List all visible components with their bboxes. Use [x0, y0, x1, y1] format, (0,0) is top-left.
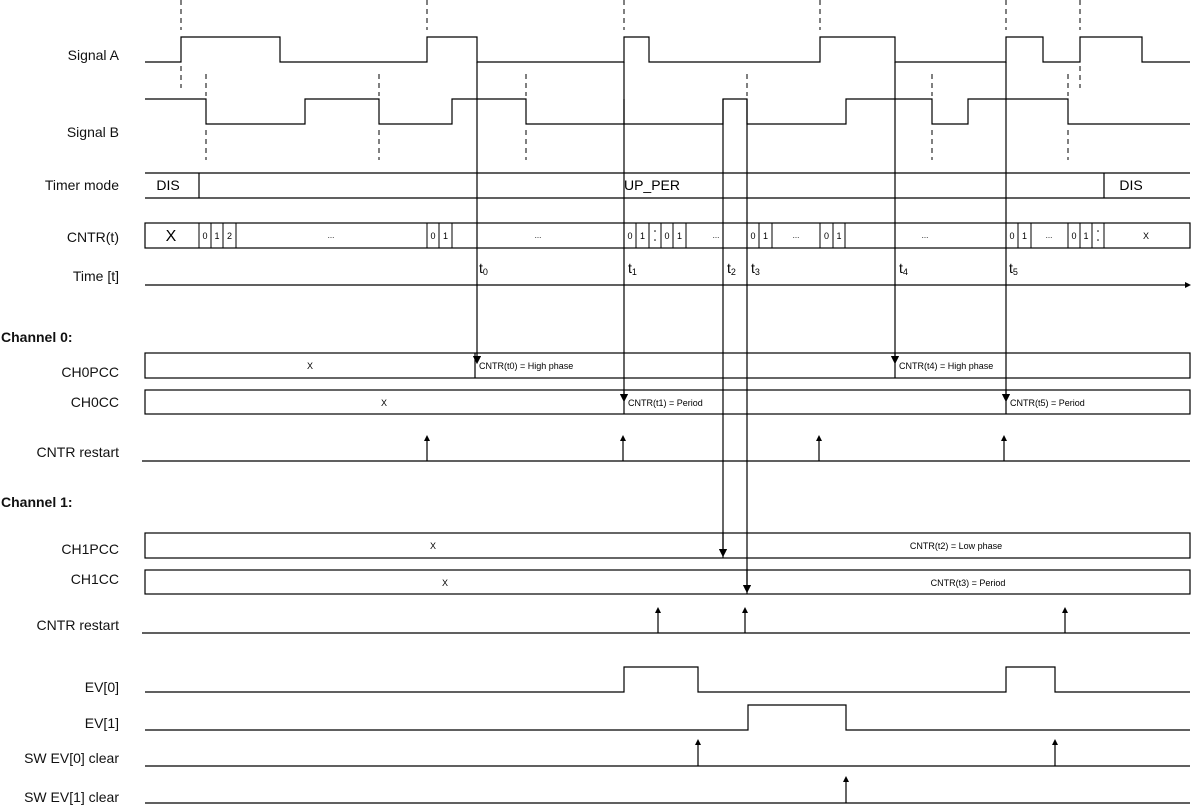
ch0cc-value-2: CNTR(t5) = Period — [1010, 398, 1085, 408]
capture-arrows — [472, 62, 1011, 594]
cntr-digit: 0 — [202, 231, 207, 241]
ch1cc-value-1: CNTR(t3) = Period — [931, 578, 1006, 588]
cntr-digit: 1 — [640, 231, 645, 241]
cntr-label: CNTR(t) — [66, 229, 119, 245]
cntr-digit: 0 — [824, 231, 829, 241]
cntr-ellipsis: ... — [1046, 231, 1053, 240]
channel-0-heading: Channel 0: — [1, 329, 73, 345]
ch0pcc-initial: X — [307, 361, 313, 371]
cntr-digit: 0 — [1009, 231, 1014, 241]
ch1pcc-label: CH1PCC — [61, 541, 119, 557]
ch1pcc-initial: X — [430, 541, 436, 551]
ch0cc-label: CH0CC — [70, 394, 119, 410]
cntr-ellipsis: ... — [328, 231, 335, 240]
channel-1-heading: Channel 1: — [1, 494, 73, 510]
cntr-ellipsis: ... — [713, 231, 720, 240]
cntr-digit: 1 — [214, 231, 219, 241]
cntr-digit: 0 — [664, 231, 669, 241]
cntr-digit: 2 — [227, 231, 232, 241]
cntr-digit: 1 — [763, 231, 768, 241]
cntr-digit: 1 — [836, 231, 841, 241]
ev1-waveform — [145, 704, 1190, 731]
time-marker-t0: t0 — [479, 260, 488, 277]
cntr-x-right: X — [1143, 231, 1149, 241]
time-marker-t3: t3 — [751, 260, 760, 277]
cntr-x-left: X — [166, 228, 177, 245]
cntr-digit: 1 — [1083, 231, 1088, 241]
time-marker-t1: t1 — [628, 260, 637, 277]
ch0pcc-value-1: CNTR(t0) = High phase — [479, 361, 573, 371]
sw-ev1-clear-label: SW EV[1] clear — [24, 789, 119, 805]
timer-mode-label: Timer mode — [44, 177, 119, 193]
ch1cc-register — [144, 569, 1191, 595]
ch0cc-value-1: CNTR(t1) = Period — [628, 398, 703, 408]
cntr-lane — [144, 222, 1191, 249]
time-label: Time [t] — [72, 268, 119, 284]
cntr-digit: 0 — [750, 231, 755, 241]
signal-b-edge-markers — [205, 74, 1069, 160]
cntr-digit: 0 — [1071, 231, 1076, 241]
ev0-waveform — [145, 666, 1190, 693]
ch1pcc-value-1: CNTR(t2) = Low phase — [910, 541, 1002, 551]
signal-a-label: Signal A — [67, 47, 119, 63]
time-marker-t5: t5 — [1009, 260, 1018, 277]
cntr-digit: 1 — [677, 231, 682, 241]
timer-mode-lane — [145, 172, 1190, 199]
ch1cc-initial: X — [442, 578, 448, 588]
cntr-digit: 0 — [627, 231, 632, 241]
time-marker-t4: t4 — [899, 260, 908, 277]
cntr-dots — [654, 230, 1099, 241]
cntr-ellipsis: ... — [793, 231, 800, 240]
sw-ev0-clear-label: SW EV[0] clear — [24, 750, 119, 766]
cntr-ellipses: ... ... ... ... ... ... — [328, 231, 1053, 240]
signal-a-waveform — [145, 36, 1190, 63]
cntr-cell-dividers — [198, 223, 1105, 248]
ch1cc-label: CH1CC — [70, 571, 119, 587]
cntr-digit: 1 — [1022, 231, 1027, 241]
cntr-digit: 0 — [430, 231, 435, 241]
time-markers: t0 t1 t2 t3 t4 t5 — [479, 260, 1018, 277]
ch0cc-initial: X — [381, 398, 387, 408]
cntr-ellipsis: ... — [535, 231, 542, 240]
ch0pcc-label: CH0PCC — [61, 364, 119, 380]
signal-b-waveform — [145, 98, 1190, 125]
timer-mode-up-per: UP_PER — [624, 177, 680, 193]
timer-mode-dis-left: DIS — [156, 177, 179, 193]
ev1-label: EV[1] — [84, 715, 119, 731]
cntr-digits: 0 1 2 0 1 0 1 0 1 0 1 0 1 0 1 0 1 — [202, 231, 1088, 241]
timer-mode-dis-right: DIS — [1119, 177, 1142, 193]
cntr-digit: 1 — [443, 231, 448, 241]
ev0-label: EV[0] — [84, 679, 119, 695]
time-marker-t2: t2 — [727, 260, 736, 277]
sw-ev0-clear-arrows — [695, 739, 1058, 766]
cntr-ellipsis: ... — [922, 231, 929, 240]
ch0pcc-value-2: CNTR(t4) = High phase — [899, 361, 993, 371]
cntr-restart-1-arrows — [655, 607, 1068, 633]
cntr-restart-1-label: CNTR restart — [36, 617, 119, 633]
signal-b-label: Signal B — [66, 124, 119, 140]
ch0pcc-register — [144, 352, 1191, 379]
cntr-restart-0-arrows — [424, 435, 1007, 461]
cntr-restart-0-label: CNTR restart — [36, 444, 119, 460]
signal-a-edge-markers — [180, 0, 1081, 88]
ch1pcc-register — [144, 532, 1191, 559]
